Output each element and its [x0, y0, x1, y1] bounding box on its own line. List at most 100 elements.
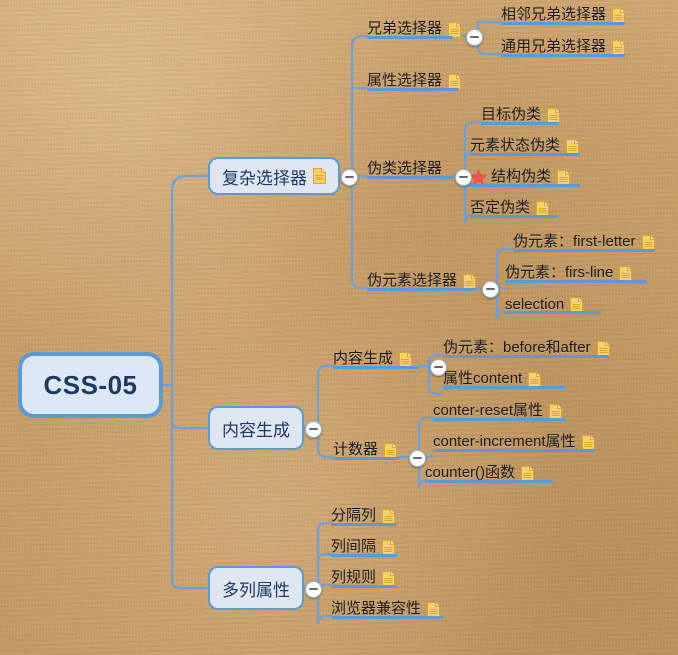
node-label-content-generation-sub: 内容生成	[333, 350, 394, 367]
node-label-pseudo-element-first-line: 伪元素：firs-line	[505, 264, 614, 281]
note-icon	[596, 341, 610, 357]
node-label-sibling-selectors: 兄弟选择器	[367, 20, 443, 37]
node-counter[interactable]: 计数器	[333, 435, 398, 461]
node-underline	[331, 554, 397, 557]
node-label-pseudo-element-selector: 伪元素选择器	[367, 272, 458, 289]
note-icon	[463, 274, 477, 290]
note-icon	[528, 372, 542, 388]
node-label-column-span: 分隔列	[331, 507, 377, 524]
collapse-toggle-pseudo-element-selector[interactable]	[482, 281, 499, 298]
star-icon	[470, 169, 487, 186]
node-underline	[425, 480, 553, 483]
node-label-counter: 计数器	[333, 441, 379, 458]
node-label-element-state-pseudo-class: 元素状态伪类	[470, 137, 561, 154]
node-property-content[interactable]: 属性content	[443, 364, 542, 390]
branch-label-multicolumn: 多列属性	[222, 580, 290, 600]
node-pseudo-class-selector[interactable]: 伪类选择器	[367, 154, 442, 180]
note-icon	[313, 168, 326, 184]
branch-label-complex-selectors: 复杂选择器	[222, 168, 307, 188]
node-label-pseudo-class-selector: 伪类选择器	[367, 160, 443, 177]
collapse-toggle-multicolumn[interactable]	[305, 581, 322, 598]
node-label-column-gap: 列间隔	[331, 538, 377, 555]
branch-label-content-generation: 内容生成	[222, 420, 290, 440]
node-underline	[367, 176, 453, 179]
node-underline	[433, 418, 565, 421]
node-underline	[501, 54, 625, 57]
collapse-toggle-pseudo-class-selector[interactable]	[455, 169, 472, 186]
node-underline	[505, 311, 601, 314]
note-icon	[641, 235, 655, 251]
node-column-rule[interactable]: 列规则	[331, 563, 396, 589]
node-general-sibling-selector[interactable]: 通用兄弟选择器	[501, 32, 626, 58]
node-counter-increment-property[interactable]: conter-increment属性	[433, 427, 595, 453]
node-label-pseudo-element-before-after: 伪元素：before和after	[443, 339, 591, 356]
node-column-gap[interactable]: 列间隔	[331, 532, 396, 558]
node-underline	[331, 523, 397, 526]
node-label-browser-compatibility: 浏览器兼容性	[331, 600, 422, 617]
node-browser-compatibility[interactable]: 浏览器兼容性	[331, 594, 441, 620]
node-underline	[331, 585, 397, 588]
branch-node-complex-selectors[interactable]: 复杂选择器	[208, 157, 340, 195]
node-label-counter-reset-property: conter-reset属性	[433, 402, 544, 419]
node-underline	[367, 36, 453, 39]
branch-node-content-generation[interactable]: 内容生成	[208, 406, 304, 450]
note-icon	[547, 108, 561, 124]
note-icon	[382, 571, 396, 587]
node-label-property-content: 属性content	[443, 370, 523, 387]
node-label-counter-increment-property: conter-increment属性	[433, 433, 576, 450]
branch-node-multicolumn[interactable]: 多列属性	[208, 566, 304, 610]
node-underline	[433, 449, 595, 452]
node-column-span[interactable]: 分隔列	[331, 501, 396, 527]
node-adjacent-sibling-selector[interactable]: 相邻兄弟选择器	[501, 0, 626, 26]
node-label-counter-function: counter()函数	[425, 464, 516, 481]
note-icon	[612, 40, 626, 56]
collapse-toggle-counter[interactable]	[409, 450, 426, 467]
node-underline	[331, 616, 443, 619]
node-label-adjacent-sibling-selector: 相邻兄弟选择器	[501, 6, 607, 23]
node-content-generation-sub[interactable]: 内容生成	[333, 344, 413, 370]
node-target-pseudo-class[interactable]: 目标伪类	[481, 100, 561, 126]
collapse-toggle-complex-selectors[interactable]	[341, 169, 358, 186]
note-icon	[619, 266, 633, 282]
node-underline	[333, 366, 419, 369]
note-icon	[382, 509, 396, 525]
node-sibling-selectors[interactable]: 兄弟选择器	[367, 14, 462, 40]
node-underline	[513, 249, 655, 252]
note-icon	[612, 8, 626, 24]
note-icon	[384, 443, 398, 459]
node-label-pseudo-element-first-letter: 伪元素：first-letter	[513, 233, 636, 250]
node-underline	[443, 386, 565, 389]
node-element-state-pseudo-class[interactable]: 元素状态伪类	[470, 131, 580, 157]
note-icon	[382, 540, 396, 556]
note-icon	[566, 139, 580, 155]
node-underline	[367, 88, 459, 91]
note-icon	[448, 74, 462, 90]
node-attribute-selector[interactable]: 属性选择器	[367, 66, 462, 92]
node-pseudo-element-before-after[interactable]: 伪元素：before和after	[443, 333, 610, 359]
note-icon	[549, 404, 563, 420]
node-label-negation-pseudo-class: 否定伪类	[470, 199, 531, 216]
node-underline	[470, 153, 580, 156]
node-label-general-sibling-selector: 通用兄弟选择器	[501, 38, 607, 55]
node-pseudo-element-selector[interactable]: 伪元素选择器	[367, 266, 477, 292]
node-negation-pseudo-class[interactable]: 否定伪类	[470, 193, 550, 219]
node-selection-pseudo-element[interactable]: selection	[505, 289, 584, 315]
note-icon	[536, 201, 550, 217]
node-pseudo-element-first-letter[interactable]: 伪元素：first-letter	[513, 227, 655, 253]
node-label-structural-pseudo-class: 结构伪类	[491, 168, 552, 185]
node-underline	[470, 215, 558, 218]
collapse-toggle-content-generation-sub[interactable]	[430, 359, 447, 376]
root-node[interactable]: CSS-05	[18, 352, 163, 418]
node-underline	[505, 280, 647, 283]
note-icon	[557, 170, 571, 186]
node-counter-function[interactable]: counter()函数	[425, 458, 535, 484]
node-label-selection-pseudo-element: selection	[505, 296, 565, 313]
node-label-attribute-selector: 属性选择器	[367, 72, 443, 89]
node-counter-reset-property[interactable]: conter-reset属性	[433, 396, 563, 422]
collapse-toggle-sibling-selectors[interactable]	[466, 29, 483, 46]
note-icon	[570, 297, 584, 313]
node-pseudo-element-first-line[interactable]: 伪元素：firs-line	[505, 258, 633, 284]
collapse-toggle-content-generation[interactable]	[305, 421, 322, 438]
node-structural-pseudo-class[interactable]: 结构伪类	[470, 162, 571, 188]
